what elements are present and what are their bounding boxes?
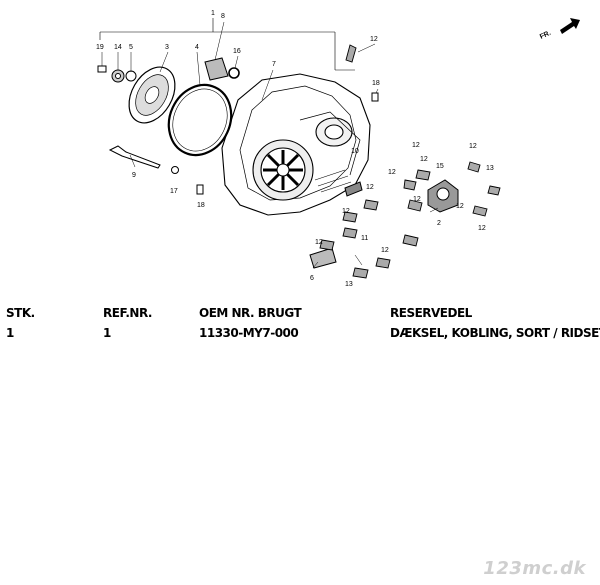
callout-1: 1 — [211, 10, 215, 17]
header-ref: REF.NR. — [103, 306, 153, 320]
callout-7: 7 — [272, 61, 276, 68]
callout-12i: 12 — [342, 208, 350, 215]
callout-6: 6 — [310, 275, 314, 282]
callout-19: 19 — [96, 44, 104, 51]
callout-8: 8 — [221, 13, 225, 20]
callout-18b: 18 — [372, 80, 380, 87]
parts-diagram: FR. — [96, 10, 580, 288]
callout-17: 17 — [170, 188, 178, 195]
parts-table-header: STK. REF.NR. OEM NR. BRUGT RESERVEDEL — [0, 306, 600, 322]
gasket — [167, 83, 233, 157]
callout-18a: 18 — [197, 202, 205, 209]
plug-8 — [204, 57, 229, 81]
callout-11: 11 — [361, 235, 368, 242]
callout-2: 2 — [437, 220, 441, 227]
callout-12g: 12 — [413, 196, 421, 203]
callout-labels: 1 19 14 5 3 4 8 16 7 9 17 18 18 12 12 12… — [96, 10, 494, 288]
callout-3: 3 — [165, 44, 169, 51]
callout-4: 4 — [195, 44, 199, 51]
oil-seal-5 — [125, 70, 137, 82]
callout-12j: 12 — [478, 225, 486, 232]
callout-5: 5 — [129, 44, 133, 51]
callout-9: 9 — [132, 172, 136, 179]
clutch-cover — [221, 73, 371, 216]
watermark: 123mc.dk — [483, 558, 586, 579]
callout-14: 14 — [114, 44, 122, 51]
row-oem: 11330-MY7-000 — [199, 326, 299, 340]
table-row: 1 1 11330-MY7-000 DÆKSEL, KOBLING, SORT … — [0, 326, 600, 342]
callout-12d: 12 — [420, 156, 428, 163]
clutch-plate — [128, 66, 176, 124]
dipstick-9 — [108, 145, 161, 169]
callout-15: 15 — [436, 163, 444, 170]
row-qty: 1 — [6, 326, 14, 340]
front-direction-indicator: FR. — [539, 18, 580, 41]
callout-12b: 12 — [412, 142, 420, 149]
header-qty: STK. — [6, 306, 35, 320]
bolt-19 — [97, 65, 107, 73]
header-oem: OEM NR. BRUGT — [199, 306, 302, 320]
callout-16: 16 — [233, 48, 241, 55]
row-ref: 1 — [103, 326, 111, 340]
callout-13b: 13 — [345, 281, 353, 288]
callout-12a: 12 — [370, 36, 378, 43]
header-part: RESERVEDEL — [390, 306, 472, 320]
callout-12e: 12 — [388, 169, 396, 176]
callout-12k: 12 — [315, 239, 323, 246]
o-ring-16 — [228, 67, 240, 79]
callout-12l: 12 — [381, 247, 389, 254]
clip-6 — [309, 247, 337, 269]
callout-12f: 12 — [366, 184, 374, 191]
dowel-18 — [196, 184, 204, 195]
callout-12c: 12 — [469, 143, 477, 150]
callout-10: 10 — [351, 148, 359, 155]
o-ring-17 — [171, 166, 179, 174]
row-part: DÆKSEL, KOBLING, SORT / RIDSET — [390, 326, 600, 340]
callout-13a: 13 — [486, 165, 494, 172]
direction-label: FR. — [539, 30, 552, 41]
callout-12h: 12 — [456, 203, 464, 210]
